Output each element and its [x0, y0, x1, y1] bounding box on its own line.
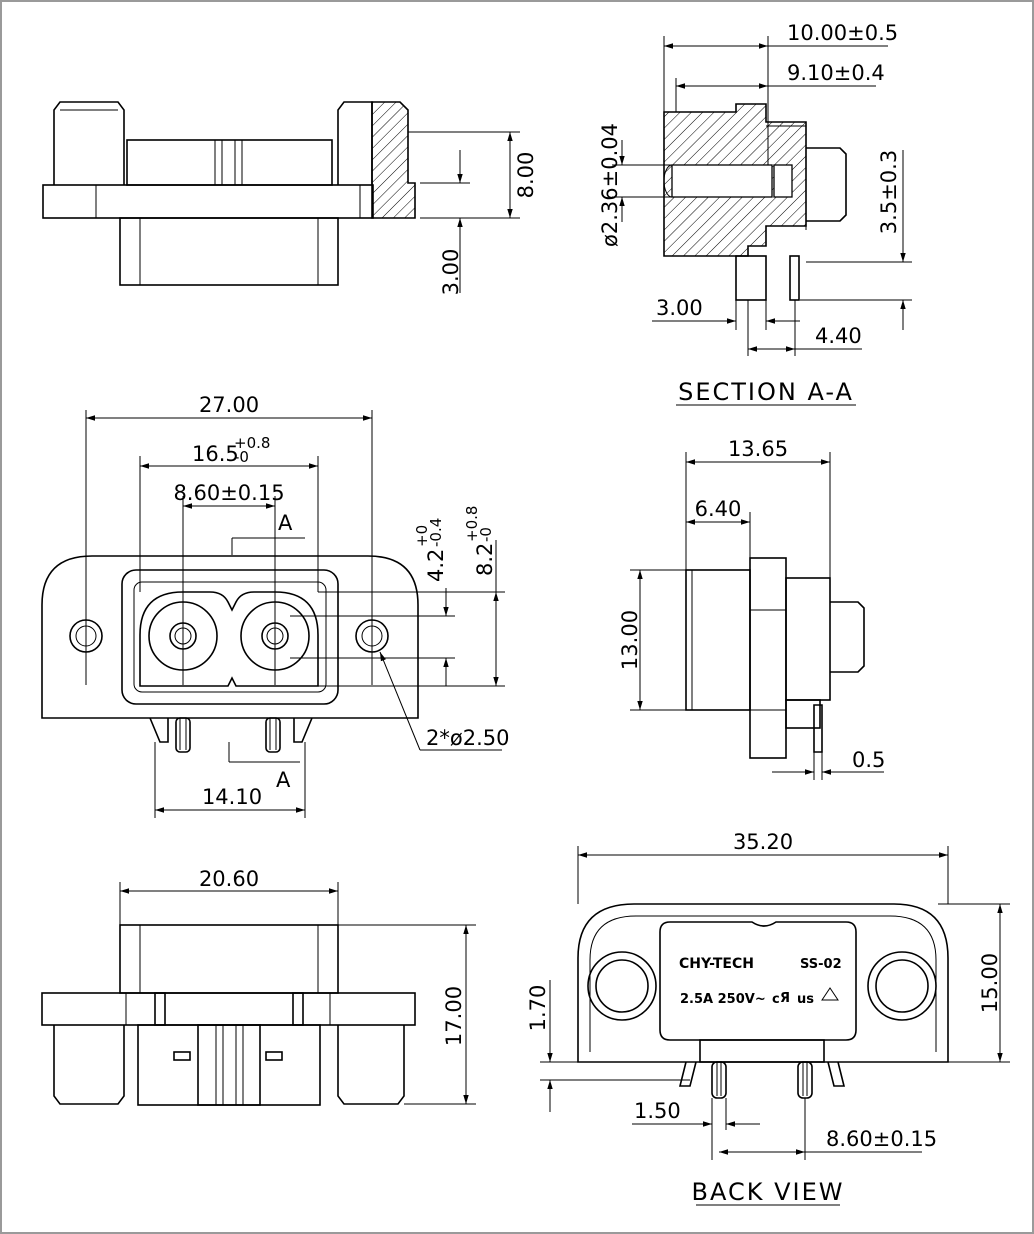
front-dim-width: 27.00 [199, 393, 259, 417]
back-label-model: SS-02 [800, 957, 842, 972]
section-view: 10.00±0.5 9.10±0.4 ø2.36±0.04 3.5±0.3 3.… [598, 21, 912, 406]
back-dim-pin-width: 1.50 [634, 1099, 681, 1123]
section-title: SECTION A-A [678, 378, 854, 406]
side-dim-body: 6.40 [695, 497, 742, 521]
top-dim-flange: 3.00 [439, 249, 463, 296]
bottom-dim-height: 17.00 [442, 986, 466, 1046]
front-dim-opening-height-tol-minus: -0 [477, 527, 495, 542]
back-dim-width: 35.20 [733, 830, 793, 854]
side-view: 13.65 6.40 13.00 0.5 [618, 437, 885, 780]
front-dim-pin-span: 14.10 [202, 785, 262, 809]
svg-text:us: us [797, 992, 814, 1007]
svg-text:Я: Я [780, 991, 790, 1006]
section-mark-bottom: A [276, 768, 291, 792]
side-dim-total: 13.65 [728, 437, 788, 461]
side-dim-thickness: 0.5 [852, 748, 885, 772]
front-dim-opening-height: 8.2 [473, 543, 497, 576]
front-dim-hole-height-tol-minus: -0.4 [427, 518, 445, 547]
back-dim-height: 15.00 [978, 953, 1002, 1013]
triangle-mark-icon [821, 987, 839, 1001]
front-dim-hole-height: 4.2 [424, 549, 448, 582]
section-dim-pin-spacing: 4.40 [815, 324, 862, 348]
top-dim-height: 8.00 [514, 152, 538, 199]
front-dim-opening: 16.5 [192, 442, 239, 466]
bottom-dim-width: 20.60 [199, 867, 259, 891]
top-view: 8.00 3.00 [42, 101, 538, 296]
front-dim-opening-tol-minus: -0 [234, 448, 249, 466]
back-label-brand: CHY-TECH [679, 956, 754, 972]
back-view: CHY-TECH SS-02 2.5A 250V~ c Я us 35.20 1… [526, 830, 1010, 1206]
svg-text:c: c [772, 992, 780, 1007]
side-dim-height: 13.00 [618, 610, 642, 670]
approval-mark-icon: c Я us [772, 991, 814, 1007]
section-dim-pin-dia: ø2.36±0.04 [598, 123, 622, 247]
front-view: 27.00 16.5 +0.8 -0 8.60±0.15 A A 4.2 +0 … [41, 393, 509, 818]
back-dim-pin-pitch: 8.60±0.15 [826, 1127, 937, 1151]
back-dim-offset: 1.70 [526, 985, 550, 1032]
front-dim-opening-height-tol-plus: +0.8 [463, 506, 481, 542]
section-dim-pin-offset: 3.00 [656, 296, 703, 320]
front-dim-mount-holes: 2*ø2.50 [426, 726, 509, 750]
section-dim-inner: 9.10±0.4 [787, 61, 885, 85]
front-dim-hole-height-tol-plus: +0 [413, 525, 431, 547]
front-dim-pitch: 8.60±0.15 [173, 481, 284, 505]
front-dim-opening-tol-plus: +0.8 [234, 434, 270, 452]
back-view-title: BACK VIEW [692, 1178, 845, 1206]
back-label-rating: 2.5A 250V~ [680, 992, 766, 1007]
section-mark-top: A [278, 511, 293, 535]
section-dim-pin-height: 3.5±0.3 [877, 150, 901, 234]
section-dim-overall: 10.00±0.5 [787, 21, 898, 45]
bottom-view: 20.60 17.00 [41, 867, 476, 1106]
